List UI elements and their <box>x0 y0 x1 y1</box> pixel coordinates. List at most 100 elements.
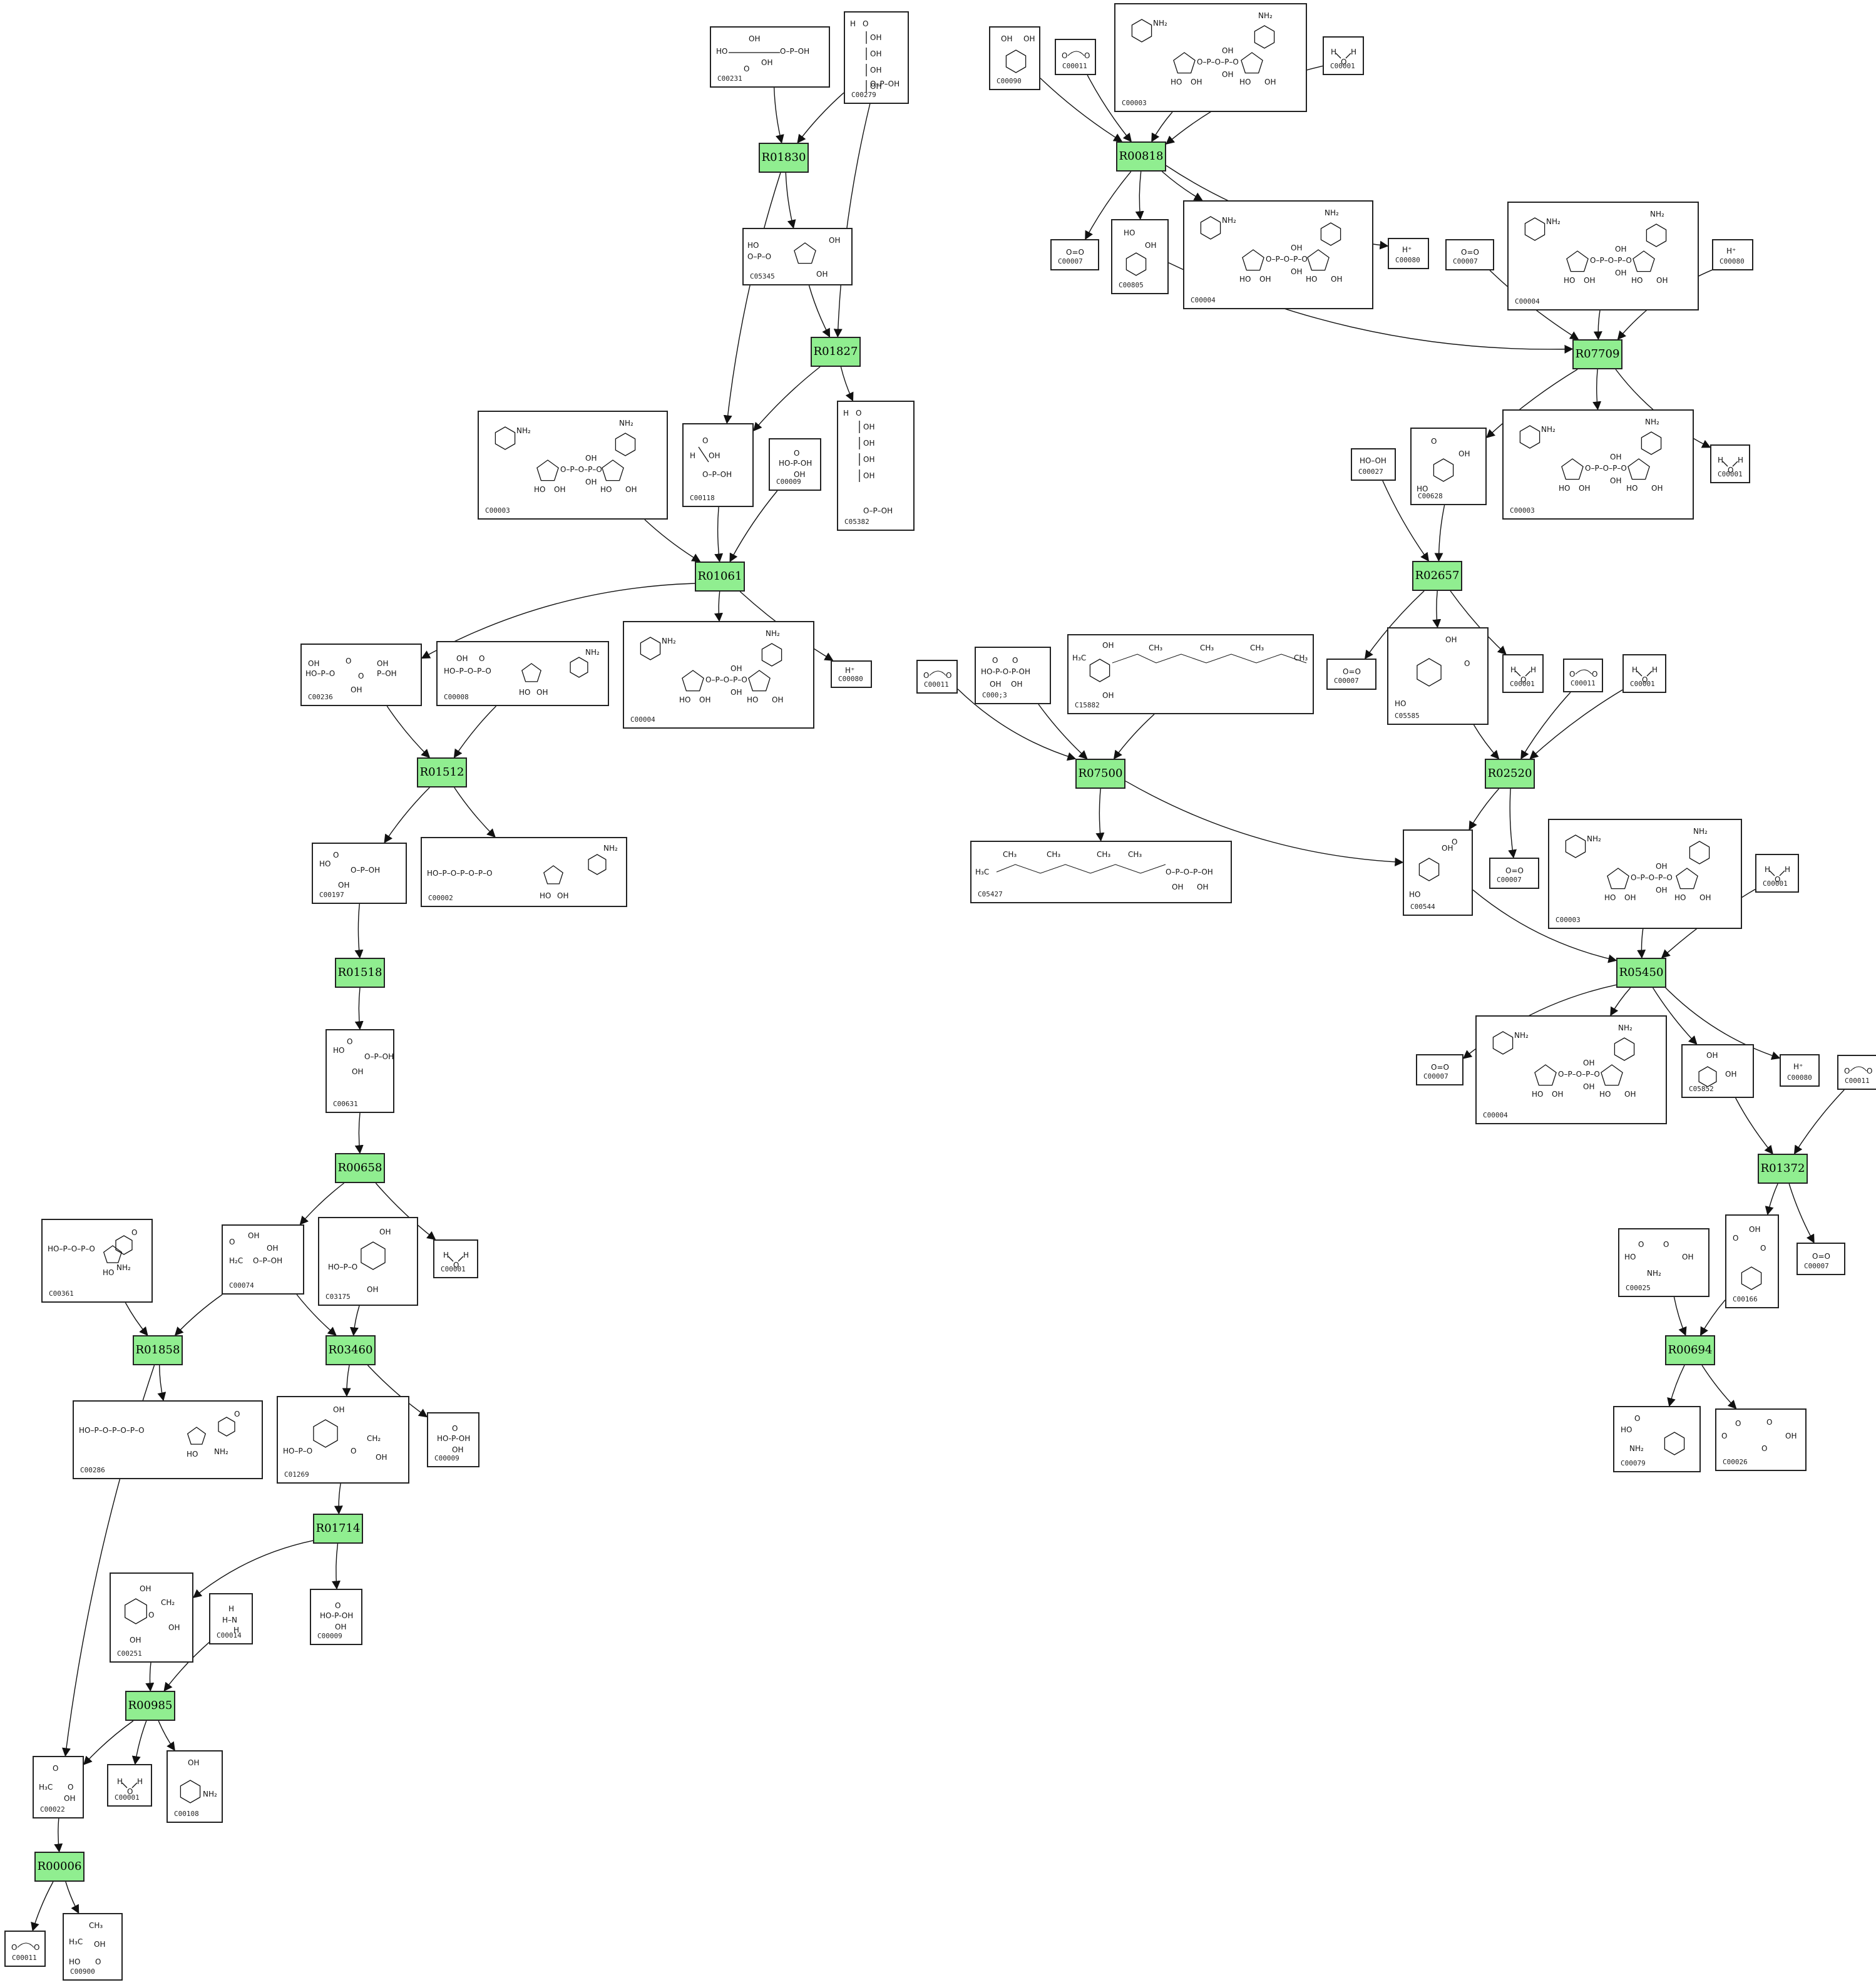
edge-r00658-to-c00074 <box>299 1182 344 1226</box>
edge-c00003b-to-r00818 <box>1151 111 1173 143</box>
reaction-r00818[interactable]: R00818 <box>1116 141 1166 172</box>
compound-id-label: C00004 <box>1191 296 1216 304</box>
compound-hplus[interactable]: H⁺C00080 <box>1780 1054 1820 1087</box>
reaction-r07500[interactable]: R07500 <box>1075 759 1125 789</box>
svg-text:O–P–OH: O–P–OH <box>870 80 900 88</box>
svg-text:O: O <box>1735 1419 1741 1428</box>
svg-text:OH: OH <box>1291 244 1302 252</box>
reaction-r01827[interactable]: R01827 <box>811 337 861 367</box>
reaction-r01061[interactable]: R01061 <box>695 562 745 592</box>
reaction-r02657[interactable]: R02657 <box>1412 561 1462 591</box>
svg-text:NH₂: NH₂ <box>116 1263 131 1272</box>
svg-text:HO–OH: HO–OH <box>1360 456 1386 465</box>
compound-hplus[interactable]: H⁺C00080 <box>1388 238 1429 269</box>
reaction-r00658[interactable]: R00658 <box>335 1153 385 1183</box>
svg-text:HO: HO <box>1624 1253 1636 1261</box>
svg-text:O: O <box>1452 838 1457 846</box>
reaction-r02520[interactable]: R02520 <box>1485 759 1535 789</box>
compound-hplus[interactable]: H⁺C00080 <box>1712 239 1753 270</box>
compound-id-label: C00007 <box>1453 257 1478 265</box>
reaction-r00985[interactable]: R00985 <box>125 1691 175 1721</box>
reaction-r00006[interactable]: R00006 <box>34 1852 85 1882</box>
reaction-r00694[interactable]: R00694 <box>1665 1335 1715 1365</box>
reaction-r05450[interactable]: R05450 <box>1616 958 1666 988</box>
reaction-r01858[interactable]: R01858 <box>133 1335 183 1365</box>
reaction-r01714[interactable]: R01714 <box>313 1514 363 1544</box>
svg-text:OH: OH <box>870 82 881 91</box>
reaction-r07709[interactable]: R07709 <box>1572 339 1622 369</box>
reaction-r01372[interactable]: R01372 <box>1758 1154 1808 1184</box>
reaction-r01512[interactable]: R01512 <box>417 757 467 787</box>
reaction-r01518[interactable]: R01518 <box>335 958 385 988</box>
reaction-r01830[interactable]: R01830 <box>759 143 809 173</box>
reaction-r03460[interactable]: R03460 <box>325 1335 376 1365</box>
compound-hplus[interactable]: H⁺C00080 <box>831 660 872 688</box>
